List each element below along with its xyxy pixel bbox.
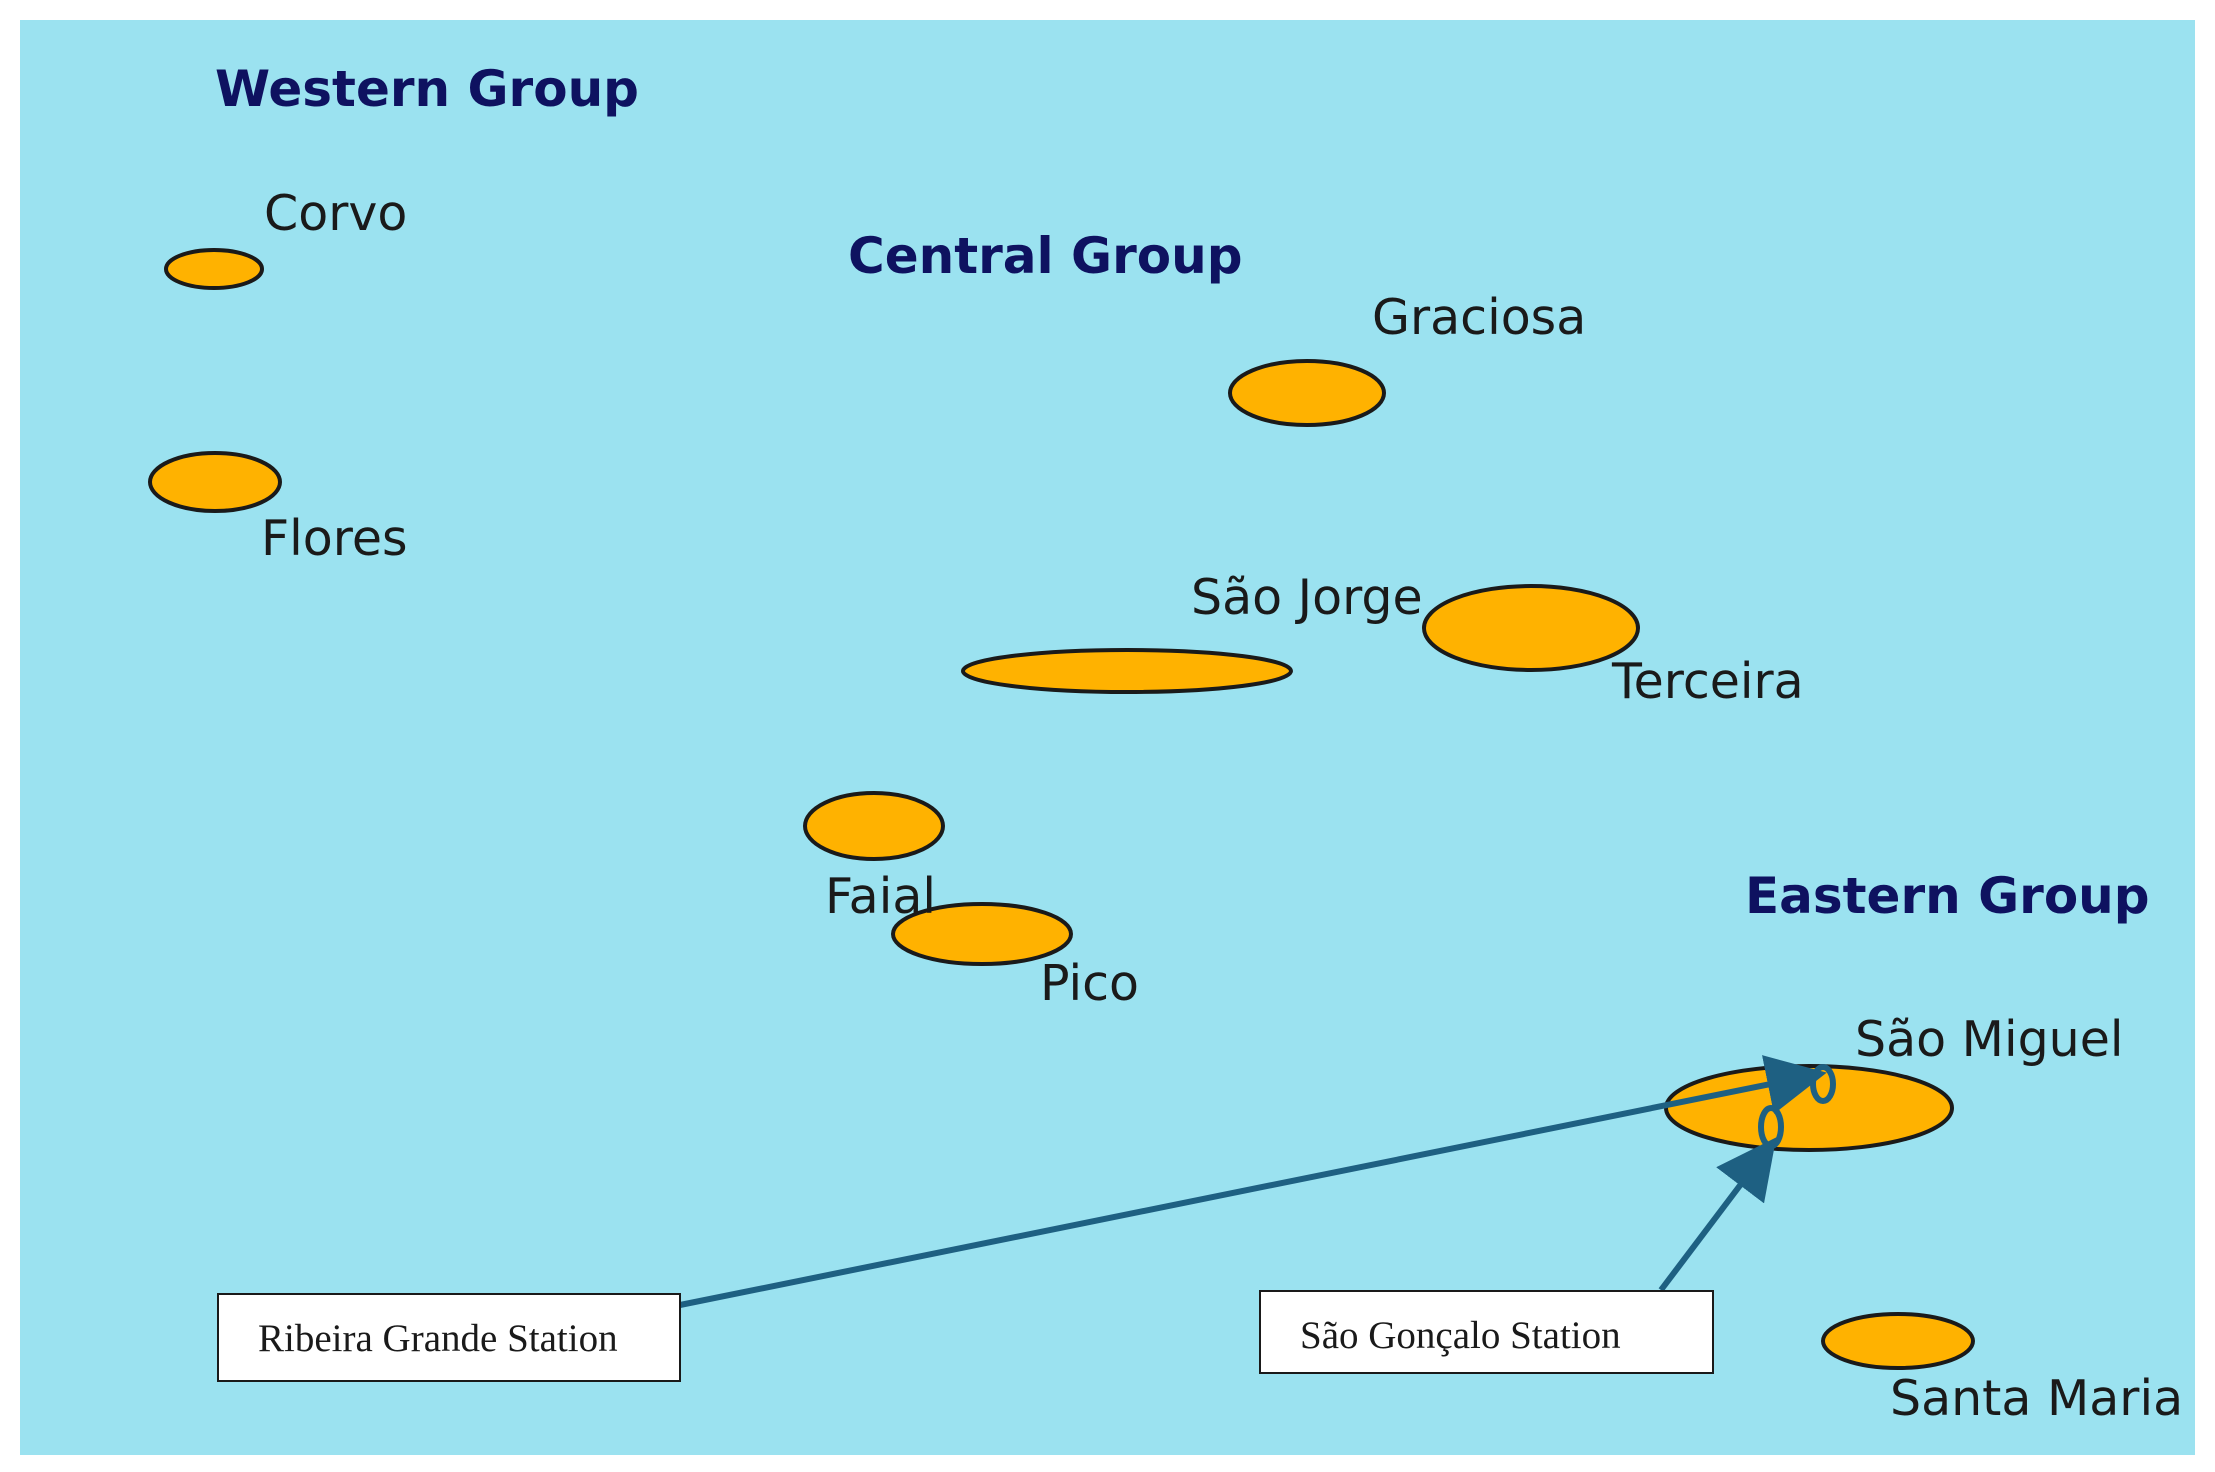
sao-goncalo-station-label: São Gonçalo Station — [1300, 1314, 1621, 1357]
sao-jorge-island — [961, 648, 1293, 694]
western-group-title: Western Group — [215, 60, 639, 118]
ribeira-grande-arrow — [679, 1055, 1827, 1308]
terceira-island — [1422, 584, 1640, 672]
sao-goncalo-arrow — [1658, 1137, 1777, 1292]
ribeira-grande-station-box — [217, 1293, 681, 1382]
faial-island — [803, 791, 945, 861]
flores-label: Flores — [261, 510, 408, 567]
pico-label: Pico — [1040, 955, 1139, 1012]
sao-goncalo-station-marker — [1758, 1105, 1784, 1149]
terceira-label: Terceira — [1611, 653, 1804, 710]
sao-jorge-label: São Jorge — [1191, 569, 1423, 626]
faial-label: Faial — [825, 868, 936, 925]
ribeira-grande-station-marker — [1810, 1064, 1836, 1104]
corvo-label: Corvo — [264, 185, 407, 242]
ribeira-grande-station-label: Ribeira Grande Station — [258, 1317, 618, 1360]
graciosa-label: Graciosa — [1372, 289, 1586, 346]
graciosa-island — [1228, 359, 1386, 427]
flores-island — [148, 451, 282, 513]
pico-island — [891, 902, 1073, 966]
sao-goncalo-station-box — [1259, 1290, 1714, 1374]
corvo-island — [164, 248, 264, 290]
santa-maria-label: Santa Maria — [1890, 1370, 2183, 1427]
central-group-title: Central Group — [848, 227, 1242, 285]
eastern-group-title: Eastern Group — [1745, 867, 2150, 925]
sao-miguel-label: São Miguel — [1855, 1011, 2124, 1068]
santa-maria-island — [1821, 1312, 1975, 1370]
